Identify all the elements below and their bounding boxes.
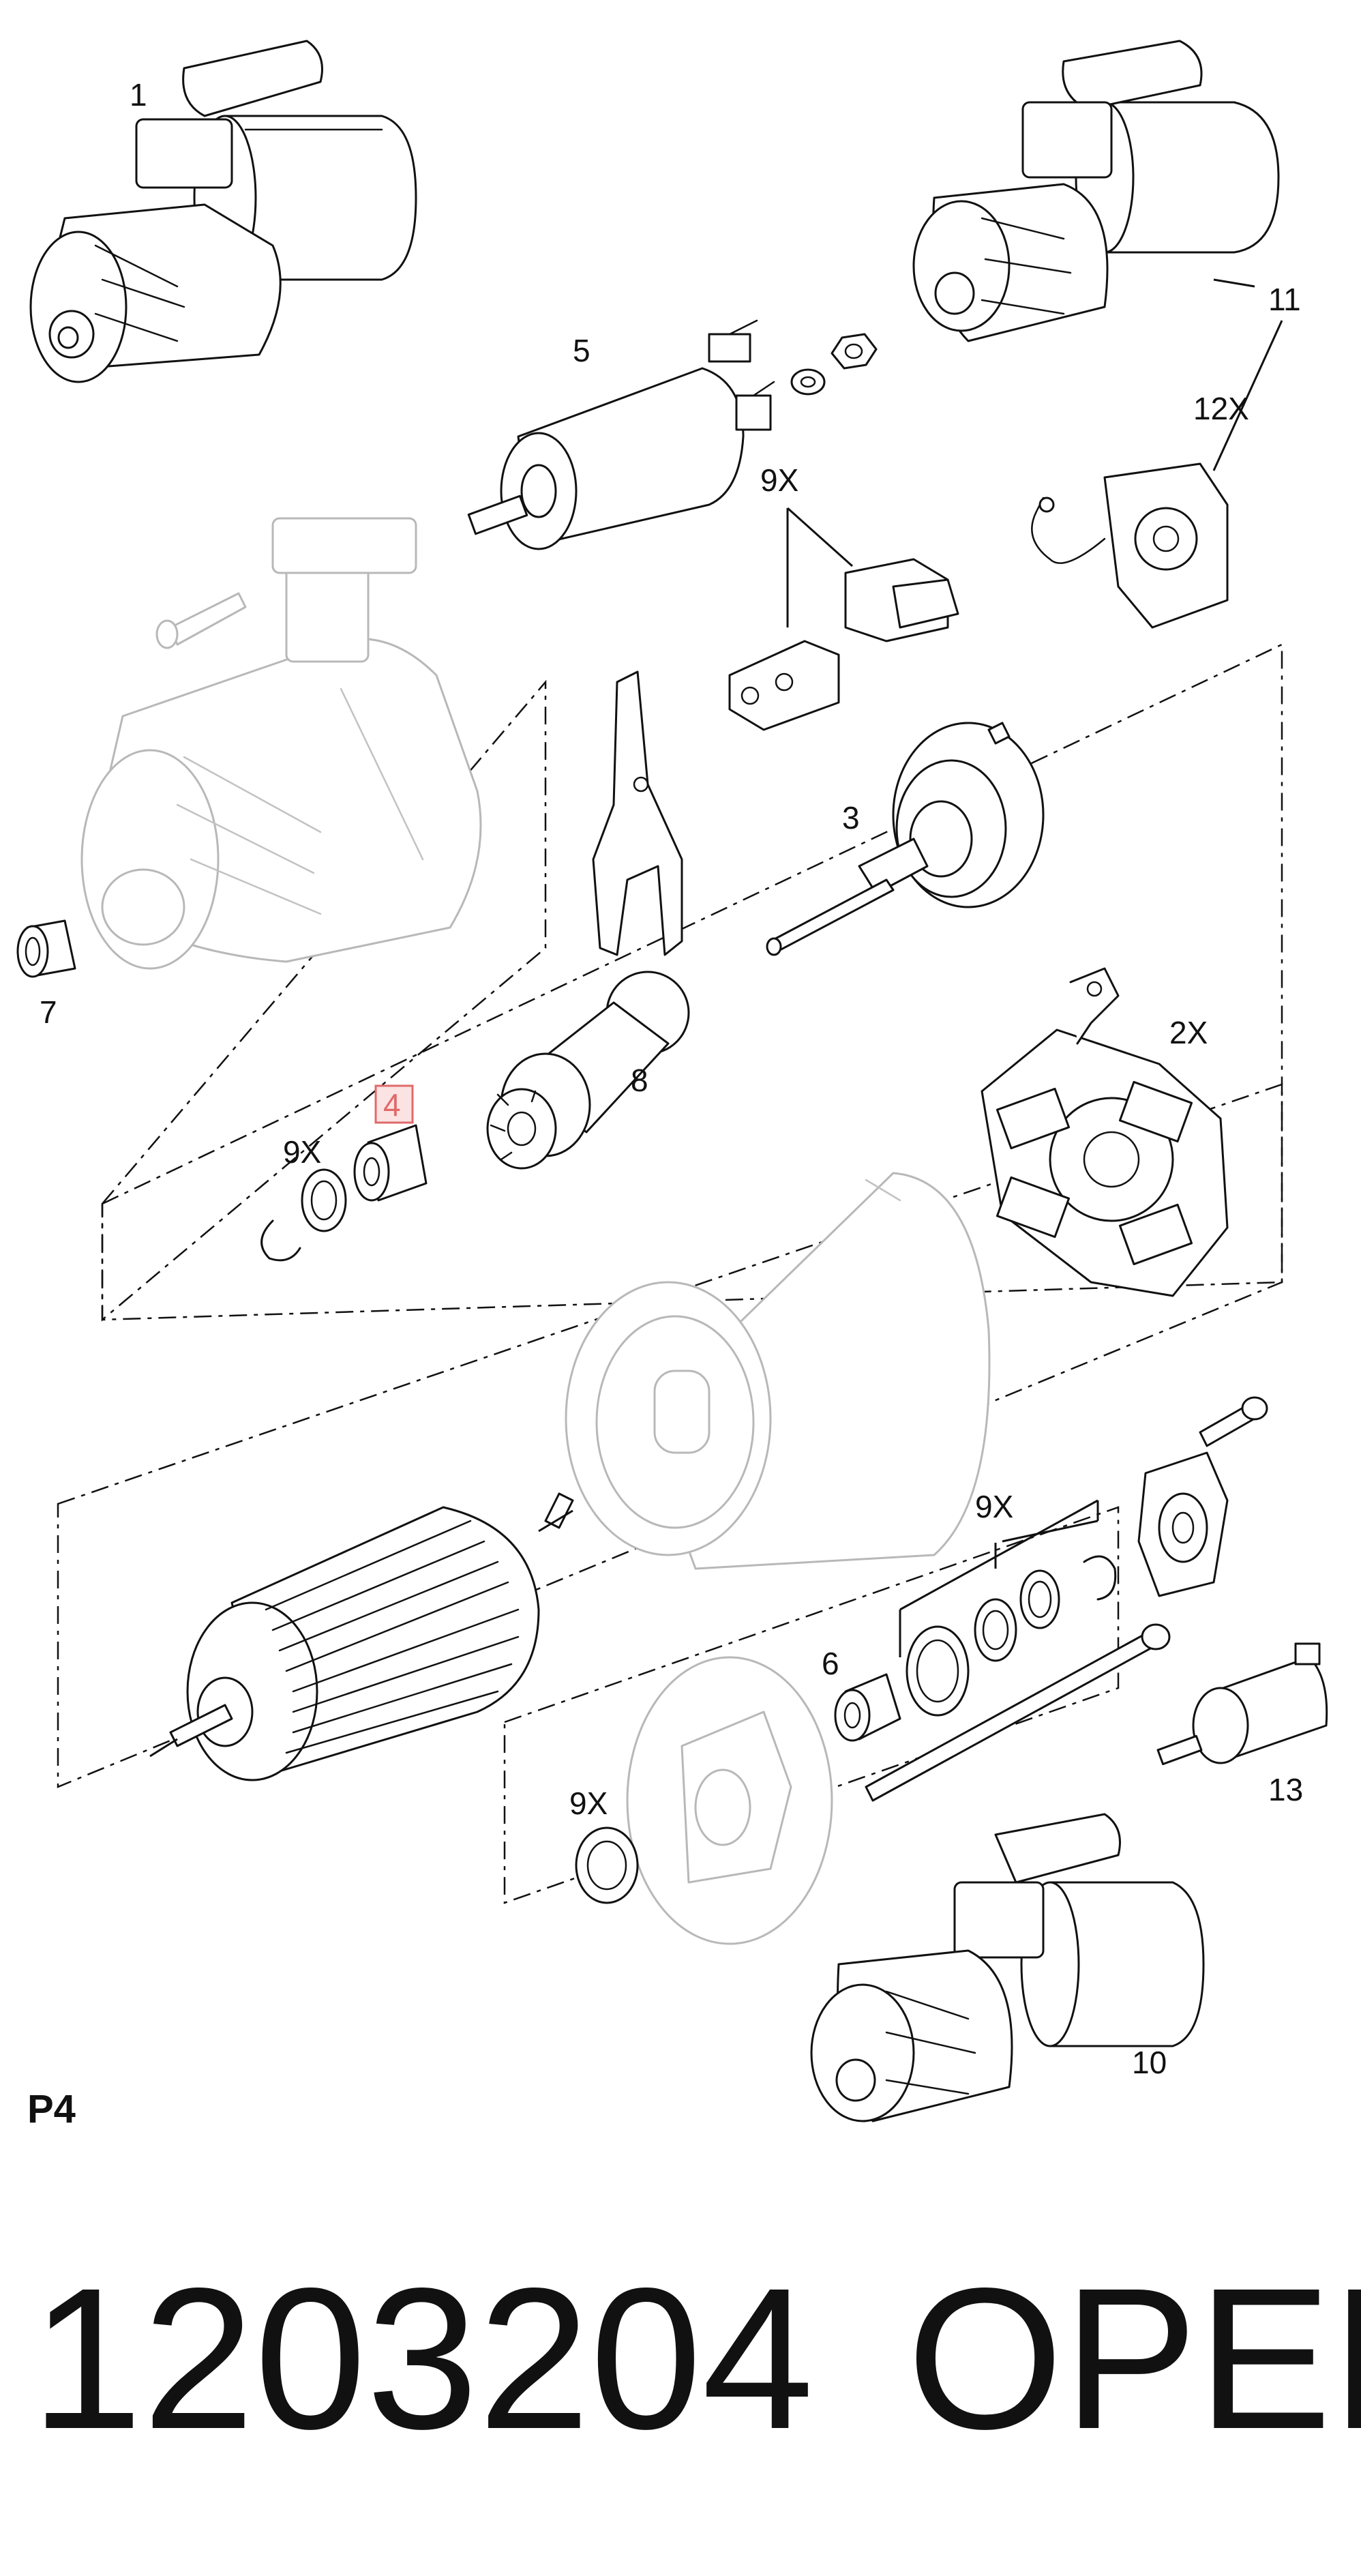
rings-9x-right: [906, 1555, 1117, 1717]
pinion-drive-8: [486, 971, 690, 1170]
part-number: 1203204: [31, 2246, 813, 2471]
planetary-shaft-3: [766, 722, 1045, 956]
flange-with-bolt: [1137, 1396, 1268, 1597]
callout-5: 5: [573, 333, 590, 368]
rings-9x-left: [260, 1168, 347, 1262]
callout-7: 7: [40, 994, 57, 1030]
starter-motor-10: [810, 1813, 1205, 2122]
callout-9x-right: 9X: [975, 1489, 1013, 1524]
callout-10: 10: [1132, 2045, 1167, 2080]
callout-9x-bottom: 9X: [569, 1786, 608, 1821]
callout-1: 1: [130, 77, 147, 113]
callout-2x: 2X: [1169, 1015, 1208, 1050]
callout-6: 6: [822, 1646, 839, 1681]
solenoid-5: [467, 319, 775, 550]
callout-4[interactable]: 4: [383, 1087, 401, 1123]
callout-12x: 12X: [1193, 391, 1249, 426]
callout-13: 13: [1268, 1772, 1303, 1807]
solenoid-13: [1156, 1642, 1328, 1766]
callout-11: 11: [1268, 282, 1301, 317]
starter-motor-11: [912, 40, 1280, 342]
brush-holder-12x: [1031, 462, 1229, 629]
assembly-frame-bottom: [503, 1506, 1120, 1904]
armature: [149, 1492, 574, 1781]
end-plate-faded: [626, 1656, 833, 1945]
bushing-6: [834, 1673, 901, 1742]
leader-lines: [786, 278, 1283, 1657]
drive-end-housing-faded: [80, 517, 482, 970]
washer-and-nut: [790, 333, 878, 396]
bushing-4: [353, 1124, 428, 1202]
washer-9x-bottom: [575, 1826, 639, 1904]
through-bolt: [865, 1623, 1171, 1802]
field-frame-faded: [565, 1172, 991, 1570]
engagement-fork: [592, 670, 683, 956]
callout-3: 3: [842, 800, 860, 835]
callout-9x-left: 9X: [283, 1134, 321, 1170]
callout-9x-top: 9X: [760, 462, 798, 498]
callout-8: 8: [631, 1063, 648, 1098]
page-code: P4: [27, 2087, 76, 2131]
terminal-clips-9x: [728, 558, 959, 731]
brush-plate-2x: [981, 967, 1229, 1297]
starter-motor-1: [29, 40, 417, 383]
brand-name: OPEL: [907, 2246, 1361, 2471]
bushing-7: [16, 919, 76, 978]
callout-4-highlight-box: [374, 1084, 414, 1124]
